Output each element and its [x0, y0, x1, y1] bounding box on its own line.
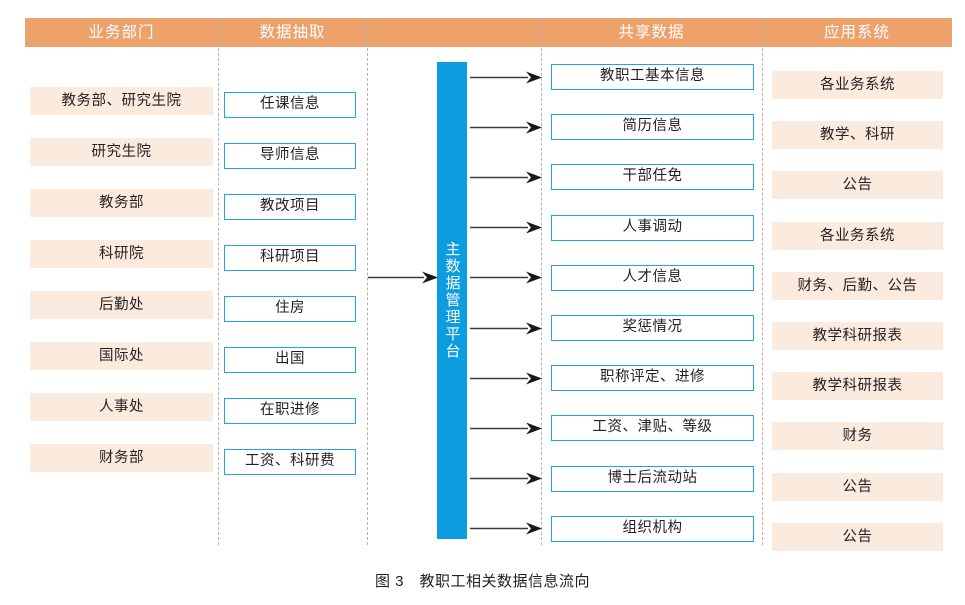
header-shared-data: 共享数据: [618, 24, 685, 41]
arrow-platform-to-shared-data: [470, 171, 542, 184]
business-department-item: 人事处: [30, 393, 213, 421]
application-system-item: 教学、科研: [772, 121, 943, 150]
application-system-item: 财务: [772, 422, 943, 451]
data-extraction-item: 出国: [224, 347, 356, 373]
master-data-platform-label: 主数据管理平台: [443, 241, 461, 360]
data-extraction-item: 导师信息: [224, 143, 356, 169]
application-system-item: 教学科研报表: [772, 372, 943, 401]
application-system-item: 公告: [772, 171, 943, 200]
shared-data-item: 工资、津贴、等级: [551, 415, 754, 442]
header-data-extraction: 数据抽取: [259, 24, 326, 41]
arrow-platform-to-shared-data: [470, 522, 542, 535]
business-department-item: 科研院: [30, 240, 213, 268]
business-department-item: 后勤处: [30, 291, 213, 319]
shared-data-item: 组织机构: [551, 515, 754, 542]
application-system-item: 各业务系统: [772, 71, 943, 99]
shared-data-item: 博士后流动站: [551, 465, 754, 492]
business-department-item: 研究生院: [30, 138, 213, 166]
shared-data-item: 职称评定、进修: [551, 365, 754, 392]
application-system-item: 财务、后勤、公告: [772, 271, 943, 300]
column-separator-3: [541, 18, 542, 545]
shared-data-item: 干部任免: [551, 164, 754, 191]
arrow-platform-to-shared-data: [470, 221, 542, 234]
arrow-platform-to-shared-data: [470, 322, 542, 335]
business-department-item: 国际处: [30, 342, 213, 370]
shared-data-item: 人事调动: [551, 214, 754, 241]
data-extraction-item: 工资、科研费: [224, 449, 356, 475]
arrow-platform-to-shared-data: [470, 372, 542, 385]
arrow-platform-to-shared-data: [470, 422, 542, 435]
header-band: [25, 18, 952, 47]
application-system-item: 公告: [772, 472, 943, 501]
data-extraction-item: 住房: [224, 296, 356, 322]
arrow-platform-to-shared-data: [470, 121, 542, 134]
arrow-platform-to-shared-data: [470, 472, 542, 485]
column-separator-2: [367, 18, 368, 545]
application-system-item: 公告: [772, 522, 943, 551]
arrow-platform-to-shared-data: [470, 71, 542, 84]
figure-caption: 图 3 教职工相关数据信息流向: [374, 573, 590, 590]
business-department-item: 教务部、研究生院: [30, 87, 213, 115]
data-extraction-item: 科研项目: [224, 245, 356, 271]
data-extraction-item: 在职进修: [224, 398, 356, 424]
arrow-platform-to-shared-data: [470, 271, 542, 284]
shared-data-item: 人才信息: [551, 264, 754, 291]
column-separator-1: [218, 18, 219, 545]
data-extraction-item: 教改项目: [224, 194, 356, 220]
shared-data-item: 教职工基本信息: [551, 64, 754, 90]
business-department-item: 财务部: [30, 444, 213, 472]
business-department-item: 教务部: [30, 189, 213, 217]
application-system-item: 教学科研报表: [772, 322, 943, 350]
application-system-item: 各业务系统: [772, 221, 943, 250]
shared-data-item: 奖惩情况: [551, 315, 754, 341]
header-application-system: 应用系统: [823, 24, 890, 41]
data-extraction-item: 任课信息: [224, 92, 356, 118]
shared-data-item: 简历信息: [551, 114, 754, 141]
arrow-extraction-to-platform: [368, 271, 438, 284]
master-data-platform-bar: [437, 62, 467, 539]
column-separator-4: [762, 18, 763, 545]
header-business-department: 业务部门: [88, 24, 155, 41]
